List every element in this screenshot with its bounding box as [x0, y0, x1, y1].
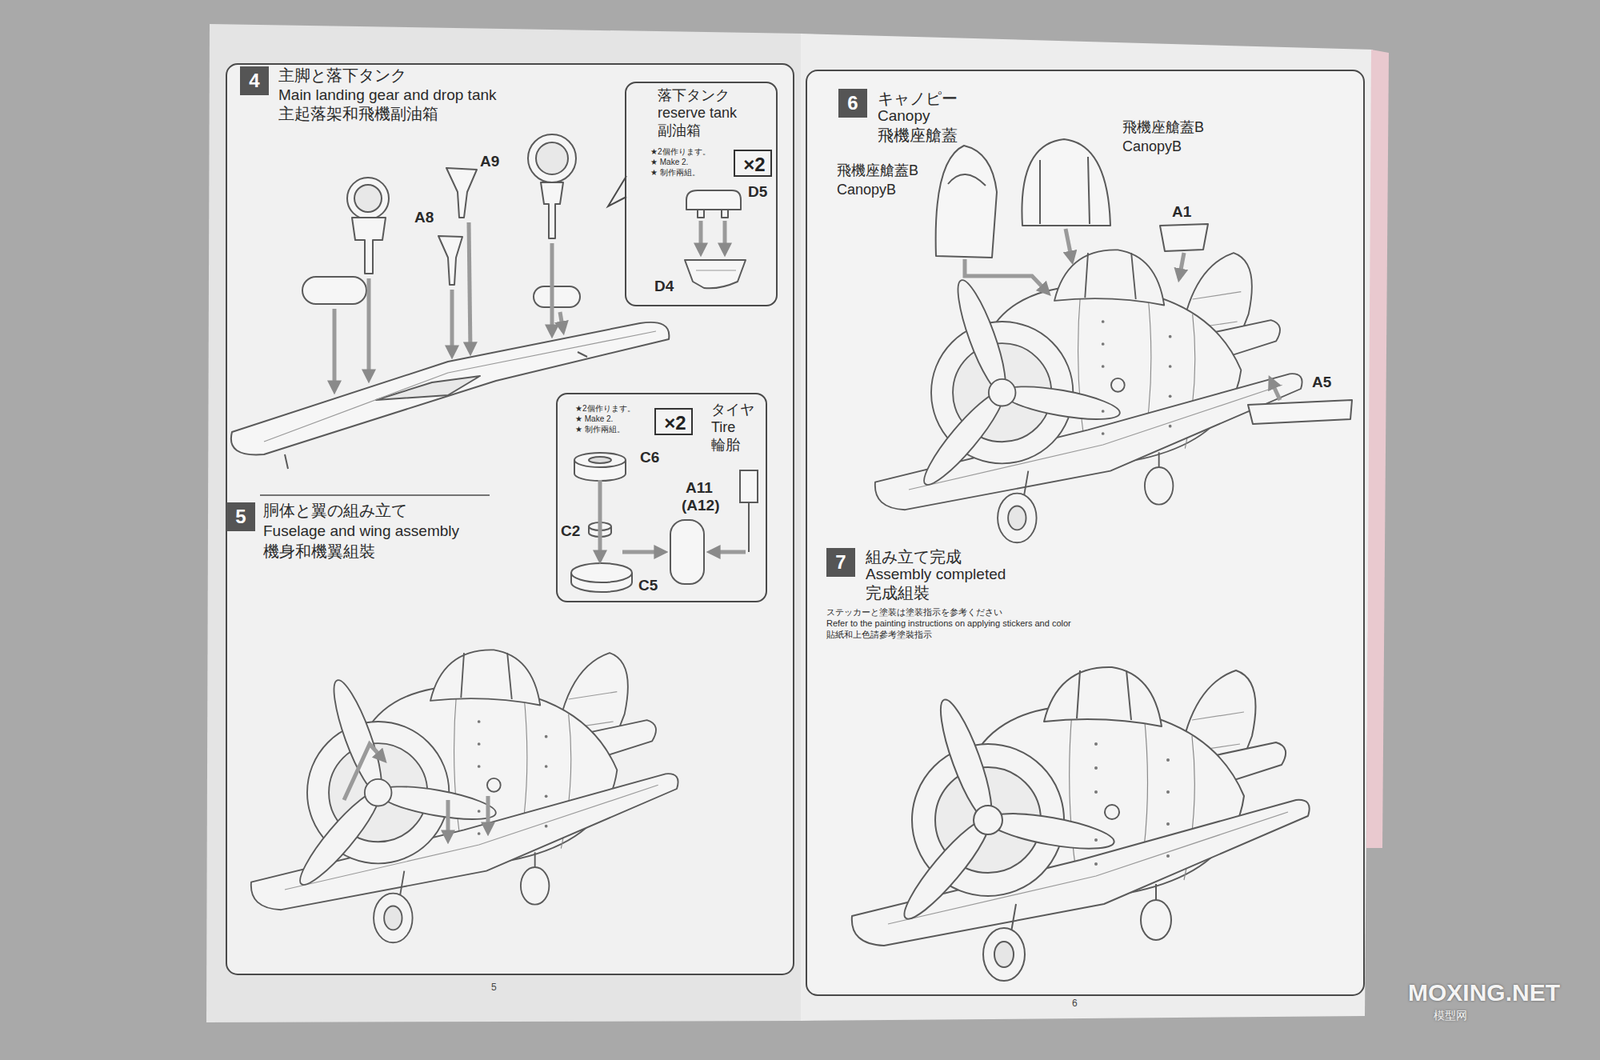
quantity-box: ×2 — [654, 408, 693, 436]
detail-box: ★2個作ります。★ Make 2.★ 制作兩組。 タイヤTire輪胎 ×2 — [556, 392, 768, 603]
note-text: Refer to the painting instructions on ap… — [826, 618, 1072, 628]
step-heading: Fuselage and wing assembly — [263, 523, 460, 540]
part-number: D4 — [654, 278, 674, 296]
part-number: A1 — [1172, 204, 1192, 221]
step-heading: キャノピー — [877, 89, 958, 108]
part-number: C5 — [638, 577, 658, 595]
step-heading: 飛機座艙蓋 — [877, 126, 958, 144]
part-number: C2 — [560, 523, 580, 540]
step-number: 5 — [226, 502, 256, 532]
step-heading: 機身和機翼組裝 — [263, 542, 376, 560]
page-number: 6 — [1072, 998, 1078, 1009]
part-number: A11 — [685, 480, 713, 497]
part-number: A5 — [1312, 374, 1332, 392]
step-heading: 主起落架和飛機副油箱 — [278, 104, 439, 123]
step-heading: 胴体と翼の組み立て — [263, 501, 408, 520]
step-heading: 主脚と落下タンク — [278, 66, 407, 84]
note-text: ステッカーと塗装は塗装指示を参考ください — [826, 607, 1003, 617]
step-badge: 5胴体と翼の組み立てFuselage and wing assembly機身和機… — [226, 502, 256, 532]
callout-heading: reserve tank — [657, 105, 737, 122]
step-heading: 完成組裝 — [865, 584, 930, 602]
step-heading: Assembly completed — [865, 566, 1006, 584]
detail-heading: タイヤ — [711, 402, 755, 419]
callout-heading: 副油箱 — [657, 123, 701, 140]
step-heading: 組み立て完成 — [865, 548, 962, 566]
part-number: D5 — [748, 184, 768, 201]
part-number: (A12) — [681, 497, 720, 515]
page-number: 5 — [491, 982, 497, 993]
note-text: ★2個作ります。 — [575, 404, 636, 413]
step-badge: 7組み立て完成Assembly completed完成組裝ステッカーと塗装は塗装… — [826, 548, 856, 577]
part-name: CanopyB — [836, 182, 896, 199]
part-number: A8 — [414, 209, 434, 227]
part-number: C6 — [640, 449, 660, 467]
step-number: 7 — [826, 548, 856, 577]
step-number: 4 — [240, 66, 269, 96]
detail-heading: Tire — [711, 420, 736, 436]
note-text: ★ 制作兩組。 — [650, 168, 700, 177]
step-heading: Canopy — [877, 108, 931, 125]
part-name: 飛機座艙蓋B — [1122, 120, 1204, 136]
watermark: MOXING.NET — [1408, 979, 1560, 1006]
note-text: ★ Make 2. — [575, 414, 613, 424]
part-name: 飛機座艙蓋B — [836, 163, 919, 180]
note-text: ★2個作ります。 — [650, 147, 711, 156]
detail-heading: 輪胎 — [711, 437, 740, 454]
step-number: 6 — [838, 88, 868, 118]
step-badge: 4主脚と落下タンクMain landing gear and drop tank… — [240, 66, 269, 96]
step-heading: Main landing gear and drop tank — [278, 87, 497, 104]
quantity-box: ×2 — [733, 149, 772, 177]
note-text: 貼紙和上色請參考塗裝指示 — [826, 629, 932, 640]
quantity: ×2 — [656, 409, 695, 437]
part-name: CanopyB — [1122, 139, 1182, 156]
callout-heading: 落下タンク — [657, 88, 730, 104]
note-text: ★ Make 2. — [650, 157, 688, 167]
quantity: ×2 — [735, 151, 774, 179]
step-badge: 6キャノピーCanopy飛機座艙蓋 — [838, 88, 868, 118]
watermark: 模型网 — [1433, 1009, 1468, 1022]
note-text: ★ 制作兩組。 — [575, 424, 625, 434]
part-number: A9 — [480, 153, 500, 171]
